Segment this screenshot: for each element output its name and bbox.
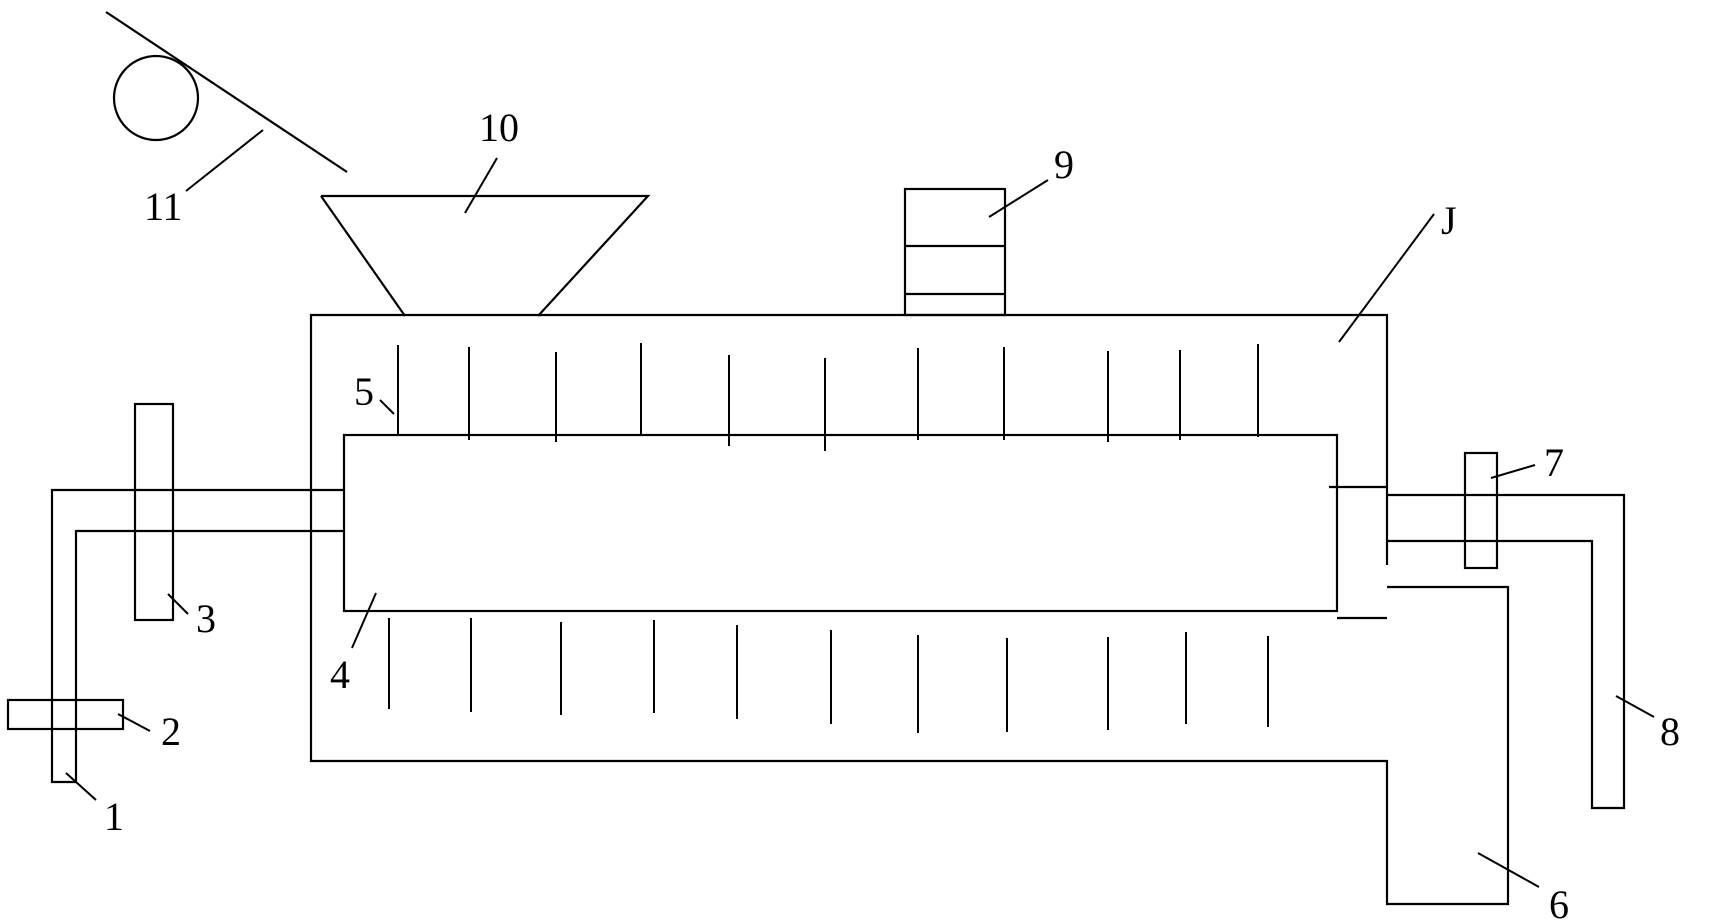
left-lower-flange <box>6 698 125 731</box>
right-pulley <box>1463 451 1499 570</box>
right-shaft <box>1387 493 1626 810</box>
left-pulley <box>133 402 175 622</box>
label-J: J <box>1441 198 1457 243</box>
label-9: 9 <box>1054 142 1074 187</box>
outer-housing <box>309 313 1510 906</box>
conveyor-belt <box>105 11 348 173</box>
leader-lines <box>65 129 1655 888</box>
label-11: 11 <box>144 184 183 229</box>
label-2: 2 <box>161 709 181 754</box>
fins-lower <box>388 618 1269 733</box>
fins-upper <box>397 343 1259 451</box>
label-7: 7 <box>1544 440 1564 485</box>
part-labels: 1 2 3 4 5 6 7 8 9 10 11 J <box>104 105 1680 923</box>
inner-drum <box>342 433 1339 613</box>
label-5: 5 <box>354 369 374 414</box>
roller <box>112 54 200 142</box>
label-3: 3 <box>196 596 216 641</box>
feed-hopper-left-wall <box>320 195 406 317</box>
roller-assembly <box>105 11 348 173</box>
top-box <box>903 187 1007 317</box>
feed-hopper <box>321 194 651 317</box>
label-10: 10 <box>479 105 519 150</box>
label-8: 8 <box>1660 709 1680 754</box>
label-4: 4 <box>330 652 350 697</box>
left-shaft <box>50 488 344 784</box>
label-1: 1 <box>104 794 124 839</box>
label-6: 6 <box>1549 882 1569 923</box>
